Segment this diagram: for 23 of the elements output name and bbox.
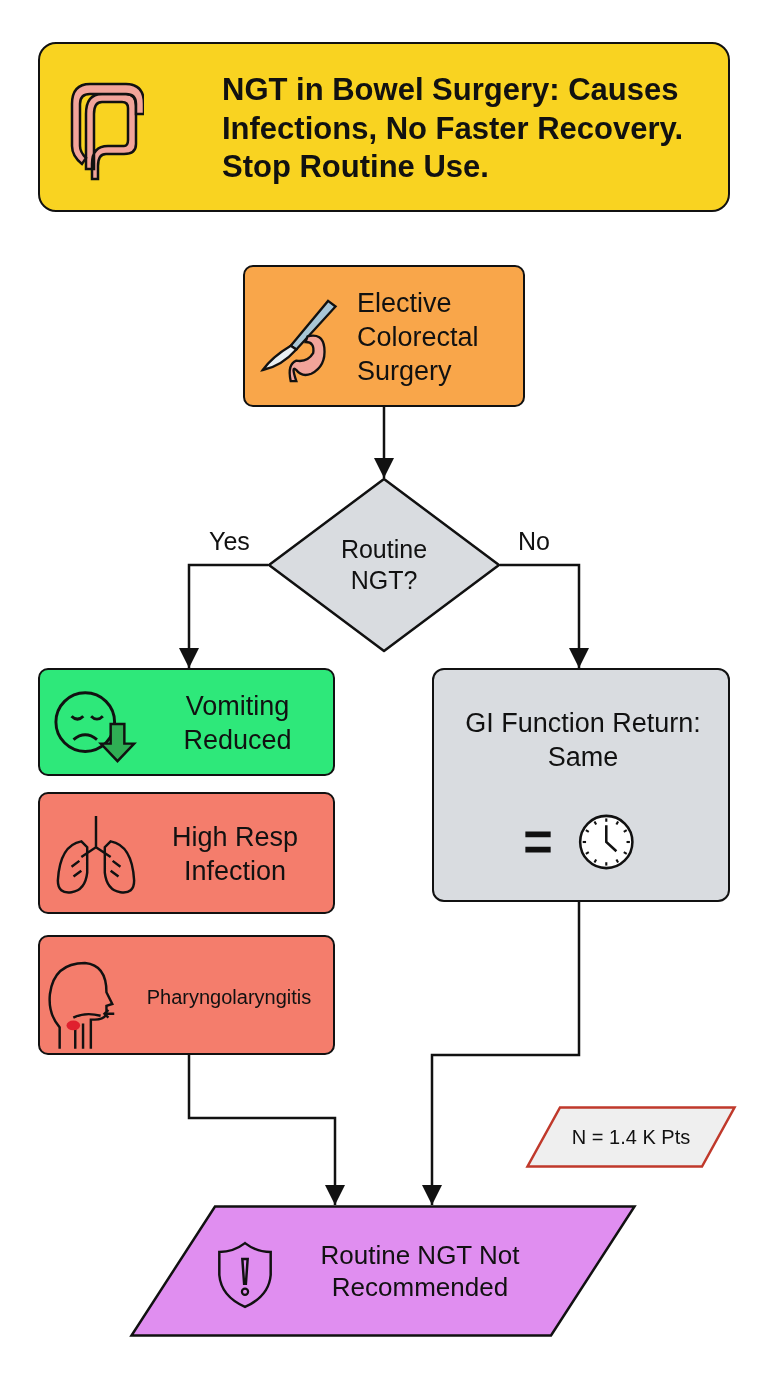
arrow	[187, 1055, 345, 1205]
node-label: High Resp Infection	[170, 821, 300, 888]
title-text: NGT in Bowel Surgery: Causes Infections, No Faster Recovery. Stop Routine Use.	[222, 70, 685, 187]
title-banner	[38, 42, 730, 212]
outcome-box	[38, 935, 335, 1055]
decision-diamond	[268, 478, 500, 652]
outcome-box	[38, 668, 335, 776]
node-label: Vomiting Reduced	[182, 690, 293, 757]
arrow	[422, 902, 581, 1205]
arrow	[500, 563, 589, 668]
arrow	[374, 407, 394, 478]
outcome-box	[432, 668, 730, 902]
node-label: Routine NGT?	[339, 533, 429, 596]
node-label: Pharyngolaryngitis	[146, 984, 312, 1010]
sample-size-parallelogram	[526, 1106, 736, 1168]
node-label: N = 1.4 K Pts	[571, 1124, 691, 1150]
node-label: GI Function Return: Same	[464, 707, 702, 774]
outcome-box	[38, 792, 335, 914]
process-box	[243, 265, 525, 407]
node-label: Elective Colorectal Surgery	[357, 287, 480, 388]
node-label: Routine NGT Not Recommended	[319, 1238, 521, 1304]
arrow	[179, 563, 268, 668]
conclusion-parallelogram	[130, 1205, 636, 1337]
